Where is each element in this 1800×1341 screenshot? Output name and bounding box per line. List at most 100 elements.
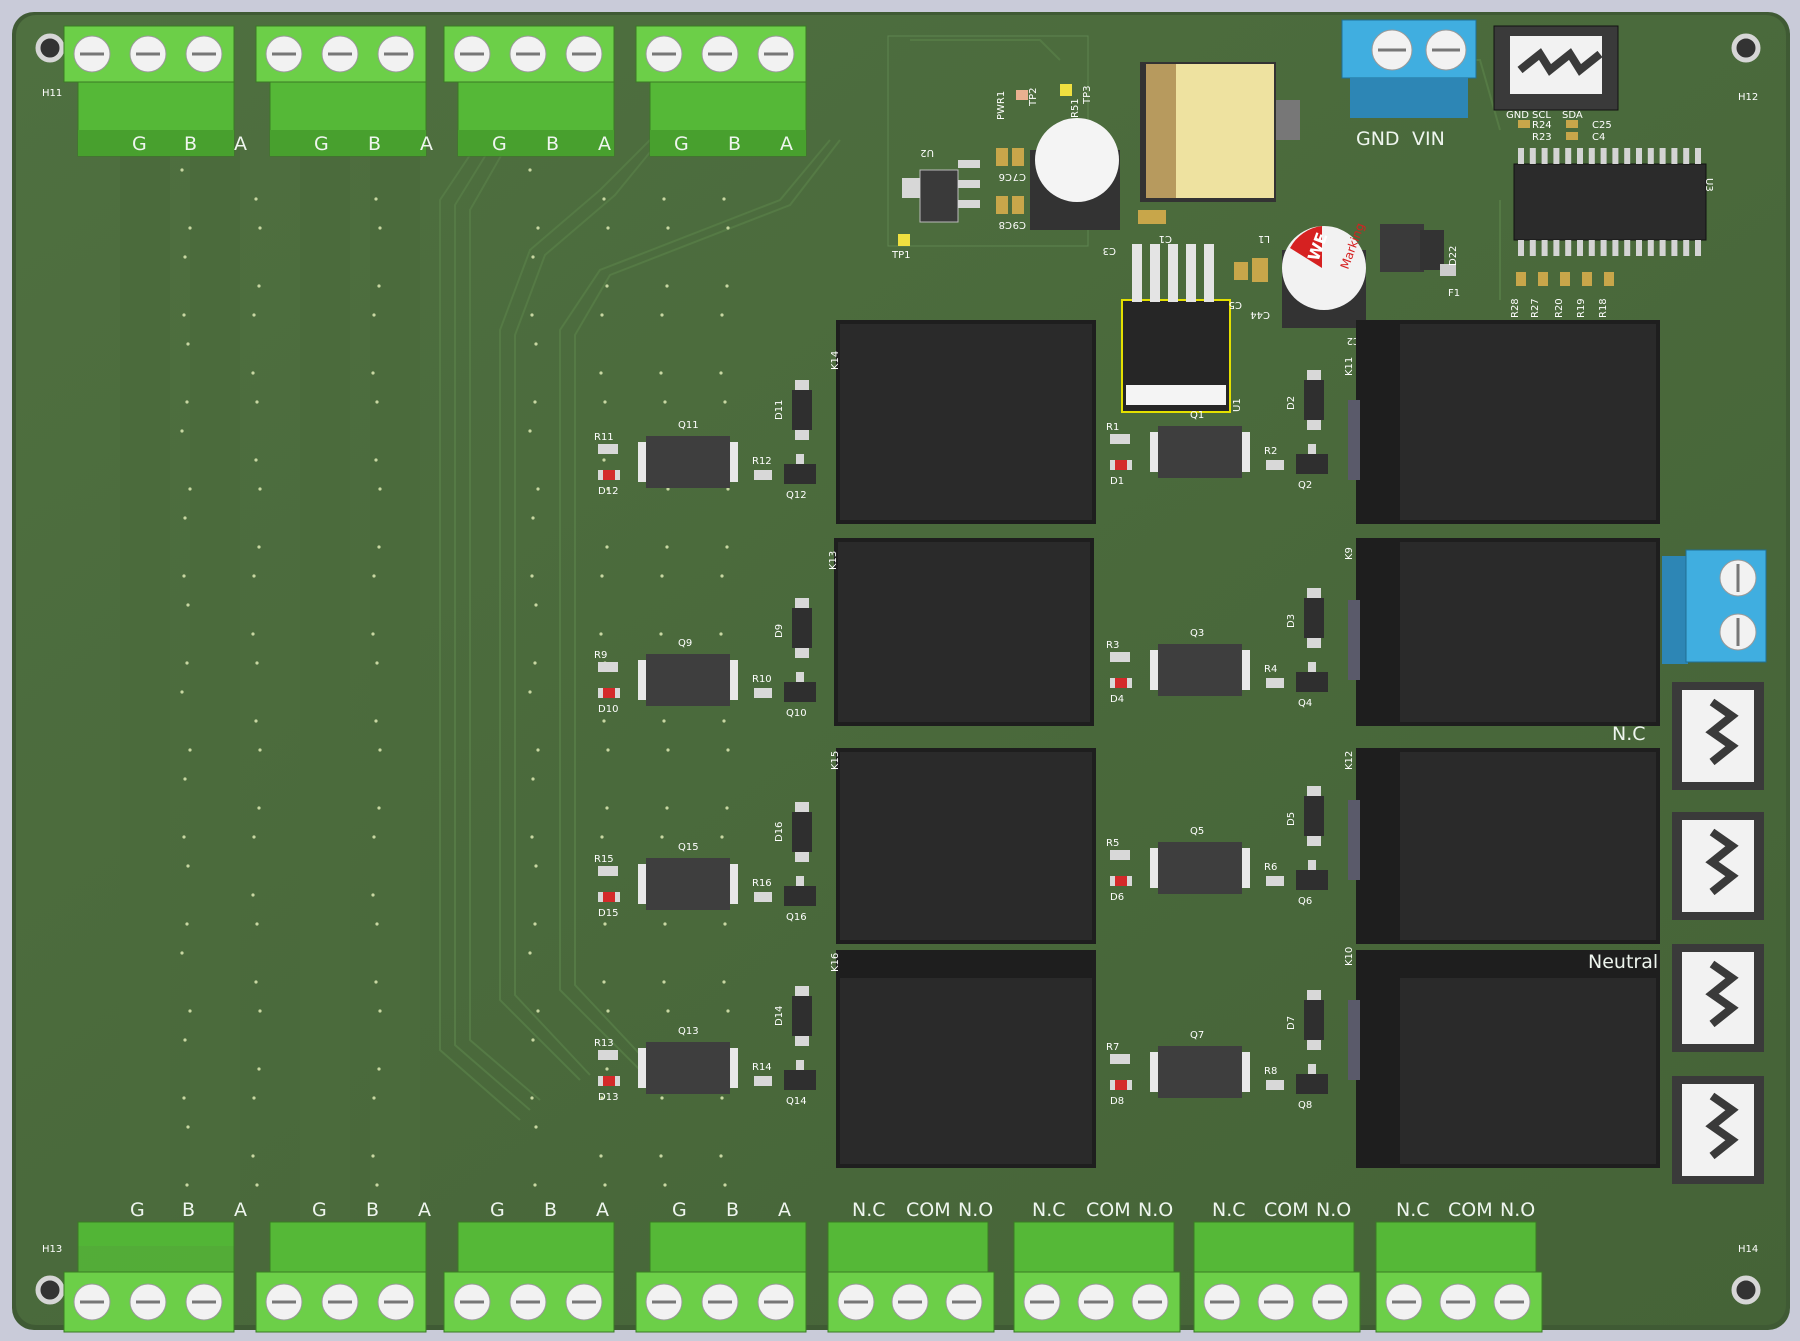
- ref-opto: Q11: [678, 420, 699, 431]
- ref-u1: U1: [1232, 398, 1243, 412]
- via: [531, 1038, 535, 1042]
- resistor: [1538, 272, 1548, 286]
- bottom-relay-label: N.C: [1212, 1199, 1246, 1221]
- bottom-relay-label: COM: [1086, 1199, 1131, 1221]
- ref-resistor: R3: [1106, 640, 1119, 651]
- via: [255, 400, 259, 404]
- via: [375, 1183, 379, 1187]
- via: [378, 748, 382, 752]
- ref-opto: Q3: [1190, 628, 1204, 639]
- via: [662, 197, 666, 201]
- top-terminal-blocks: [63, 25, 807, 157]
- diode-pad: [795, 598, 809, 608]
- top-label: B: [728, 133, 741, 155]
- via: [722, 719, 726, 723]
- via: [377, 284, 381, 288]
- via: [182, 1096, 186, 1100]
- via: [599, 371, 603, 375]
- ref-resistor: R14: [752, 1062, 772, 1073]
- ic-pin: [1695, 240, 1701, 256]
- diode: [1304, 598, 1324, 638]
- led: [1115, 1080, 1127, 1090]
- via: [723, 400, 727, 404]
- bottom-label: B: [726, 1199, 739, 1221]
- bottom-label: G: [490, 1199, 505, 1221]
- via: [254, 719, 258, 723]
- via: [725, 284, 729, 288]
- via: [528, 951, 532, 955]
- ic-pin: [1565, 240, 1572, 256]
- via: [536, 487, 540, 491]
- via: [378, 1009, 382, 1013]
- via: [720, 313, 724, 317]
- ic-pin: [1600, 240, 1607, 256]
- diode-pad: [795, 380, 809, 390]
- diode: [792, 812, 812, 852]
- via: [377, 545, 381, 549]
- via: [182, 313, 186, 317]
- via: [377, 1067, 381, 1071]
- via: [602, 197, 606, 201]
- ic-body: [1513, 163, 1707, 241]
- via: [186, 864, 190, 868]
- bottom-label: G: [130, 1199, 145, 1221]
- ref-scl: SCL: [1532, 110, 1551, 121]
- resistor: [1110, 850, 1130, 860]
- bottom-label: A: [596, 1199, 609, 1221]
- via: [258, 487, 262, 491]
- ref-resistor: R1: [1106, 422, 1119, 433]
- transistor: [784, 464, 816, 484]
- transistor: [1296, 454, 1328, 474]
- ref-r18: R18: [1598, 298, 1609, 318]
- relay-driver-circuits: Q11R11D12R12Q12D11Q9R9D10R10Q10D9Q15R15D…: [594, 370, 1328, 1111]
- vin-label: VIN: [1412, 128, 1445, 150]
- ic-pin: [1624, 148, 1631, 164]
- via: [371, 632, 375, 636]
- via: [605, 1067, 609, 1071]
- via: [534, 864, 538, 868]
- ref-k13: K13: [828, 551, 839, 570]
- ref-tp2: TP2: [1028, 87, 1039, 107]
- via: [257, 545, 261, 549]
- hole-label-h14: H14: [1738, 1244, 1758, 1255]
- via: [375, 661, 379, 665]
- via: [252, 574, 256, 578]
- bottom-terminal-labels: G B A G B A G B A G B A N.C COM N.O N.C …: [130, 1199, 1535, 1221]
- via: [605, 806, 609, 810]
- via: [663, 400, 667, 404]
- ref-opto: Q7: [1190, 1030, 1204, 1041]
- via: [603, 922, 607, 926]
- ref-k11: K11: [1344, 357, 1355, 376]
- resistor: [1110, 434, 1130, 444]
- via: [722, 197, 726, 201]
- via: [719, 632, 723, 636]
- ref-u2: U2: [920, 147, 934, 158]
- resistor: [598, 1050, 618, 1060]
- hole-label-h11: H11: [42, 88, 62, 99]
- via: [185, 922, 189, 926]
- via: [665, 545, 669, 549]
- ref-resistor: R10: [752, 674, 772, 685]
- ref-opto: Q5: [1190, 826, 1204, 837]
- via: [371, 371, 375, 375]
- diode-pad: [795, 802, 809, 812]
- i2c-header: [1493, 25, 1619, 111]
- via: [534, 1125, 538, 1129]
- via: [720, 835, 724, 839]
- ref-resistor: R5: [1106, 838, 1119, 849]
- via: [602, 719, 606, 723]
- diode-pad: [1307, 836, 1321, 846]
- resistor: [754, 688, 772, 698]
- via: [183, 1038, 187, 1042]
- via: [530, 835, 534, 839]
- via: [660, 1096, 664, 1100]
- via: [257, 284, 261, 288]
- resistor: [754, 470, 772, 480]
- ref-r23: R23: [1532, 132, 1552, 143]
- diode: [1304, 1000, 1324, 1040]
- via: [185, 400, 189, 404]
- via: [660, 313, 664, 317]
- diode-pad: [1307, 990, 1321, 1000]
- ref-led: D12: [598, 486, 618, 497]
